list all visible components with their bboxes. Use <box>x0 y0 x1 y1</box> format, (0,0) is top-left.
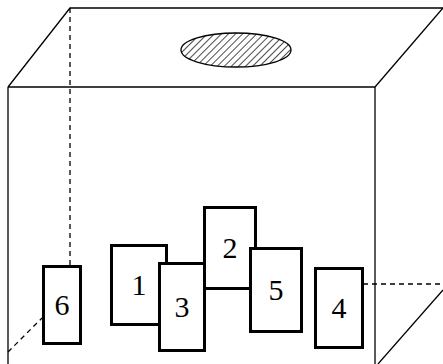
card-number: 1 <box>132 270 147 300</box>
card-number: 2 <box>223 233 238 263</box>
card-number: 4 <box>332 293 347 323</box>
card-number: 6 <box>55 290 70 320</box>
card-number: 3 <box>175 292 190 322</box>
card-number: 5 <box>269 275 284 305</box>
number-card: 4 <box>314 267 364 349</box>
number-card: 3 <box>158 262 206 352</box>
number-card: 6 <box>42 265 82 345</box>
number-card: 5 <box>249 247 303 333</box>
